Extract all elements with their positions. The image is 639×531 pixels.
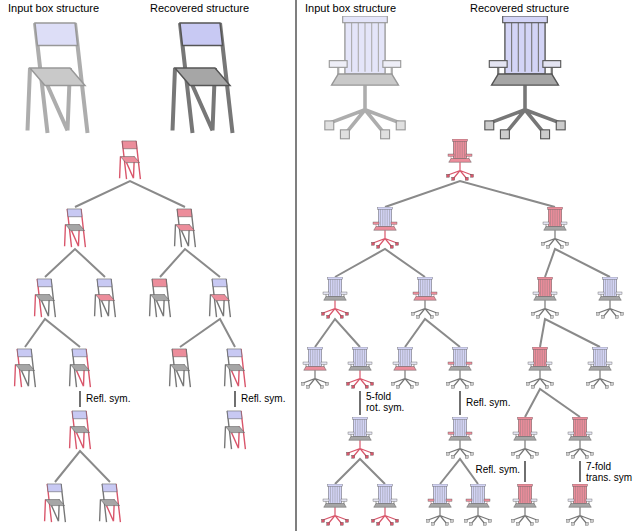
panel-title: Input box structure [8,3,99,14]
part-chairs [302,139,624,525]
panel-title: Input box structure [305,3,396,14]
symmetry-label: Refl. sym. [476,464,520,475]
hierarchy-lines [315,181,610,484]
recovered-chair [485,16,565,139]
recovered-chair [173,23,233,133]
panel-title: Recovered structure [470,3,569,14]
panel-title: Recovered structure [150,3,249,14]
symmetry-label: Refl. sym. [241,393,285,404]
input-chair [28,23,88,133]
symmetry-label: 5-fold rot. sym. [366,391,406,413]
symmetry-label: 7-fold trans. sym [586,461,636,483]
panel-divider [295,0,297,531]
symmetry-label: Refl. sym. [466,397,510,408]
part-chairs [15,141,246,522]
input-chair [325,16,405,139]
symmetry-label: Refl. sym. [86,393,130,404]
hierarchy-lines [25,181,235,482]
